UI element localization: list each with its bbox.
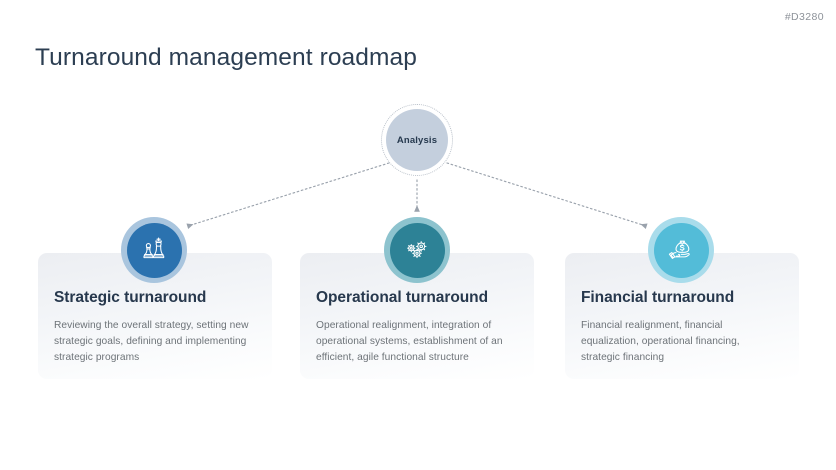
- analysis-hub-disc: Analysis: [386, 109, 448, 171]
- analysis-hub-dotted-ring: [381, 104, 453, 176]
- document-id-label: #D3280: [784, 11, 824, 23]
- badge-disc: [653, 222, 709, 278]
- chess-pieces-icon: [139, 235, 169, 265]
- card-body: Financial realignment, financial equaliz…: [581, 320, 740, 364]
- hand-money-bag-icon: [666, 235, 696, 265]
- connector-hub-to-strategic: [186, 162, 390, 229]
- card-title: Strategic turnaround: [54, 289, 207, 306]
- card-title: Operational turnaround: [316, 289, 488, 306]
- card-operational-turnaround[interactable]: Operational turnaround Operational reali…: [300, 253, 534, 379]
- badge-operational-turnaround[interactable]: [384, 217, 450, 283]
- badge-disc: [126, 222, 182, 278]
- card-strategic-turnaround[interactable]: Strategic turnaround Reviewing the overa…: [38, 253, 272, 379]
- gears-icon: [402, 235, 432, 265]
- badge-strategic-turnaround[interactable]: [121, 217, 187, 283]
- badge-financial-turnaround[interactable]: [648, 217, 714, 283]
- analysis-hub-label: Analysis: [396, 134, 438, 146]
- card-title: Financial turnaround: [581, 289, 735, 306]
- card-body: Reviewing the overall strategy, setting …: [54, 320, 249, 364]
- analysis-hub-node[interactable]: Analysis: [381, 104, 453, 176]
- badge-disc: [389, 222, 445, 278]
- card-body: Operational realignment, integration of …: [316, 320, 503, 364]
- connector-hub-to-financial: [446, 162, 648, 229]
- page-title: Turnaround management roadmap: [35, 44, 417, 72]
